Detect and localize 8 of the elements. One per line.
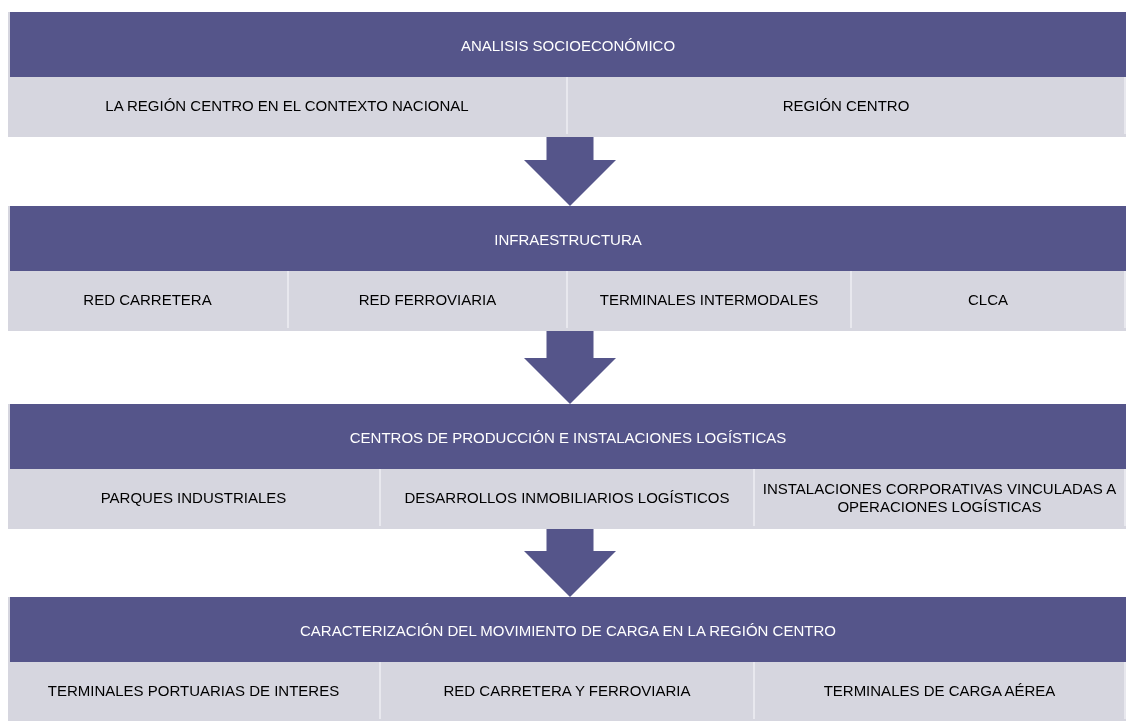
section-title: CARACTERIZACIÓN DEL MOVIMIENTO DE CARGA EN LA REGIÓN CENTRO <box>299 621 837 638</box>
section-title: INFRAESTRUCTURA <box>493 230 643 247</box>
section-band <box>8 597 1126 721</box>
section-band <box>8 206 1126 331</box>
section-band <box>8 404 1126 529</box>
section-band <box>8 12 1126 137</box>
section-title: ANALISIS SOCIOECONÓMICO <box>459 36 677 53</box>
section-title: CENTROS DE PRODUCCIÓN E INSTALACIONES LOGÍSTICAS <box>348 428 788 445</box>
